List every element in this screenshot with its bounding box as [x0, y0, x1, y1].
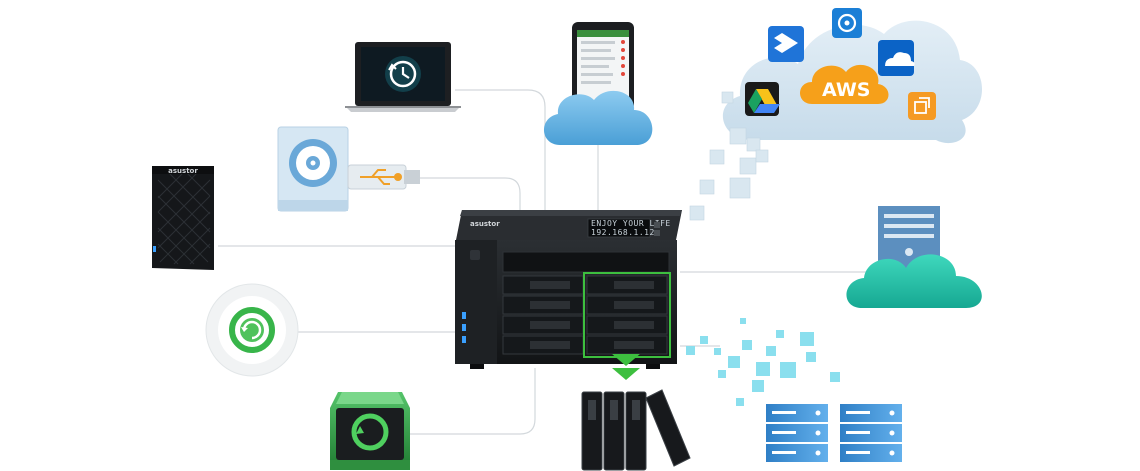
blue-cloud — [543, 90, 653, 145]
connector-lines — [218, 89, 870, 435]
storage-servers — [766, 404, 902, 462]
aws-label: AWS — [822, 79, 871, 101]
copy-service-icon — [908, 92, 936, 120]
lcd-line-1: ENJOY YOUR LIFE — [591, 219, 671, 228]
sync-service-icon — [832, 8, 862, 38]
lcd-line-2: 192.168.1.12 — [591, 228, 655, 237]
aws-cloud-icon: AWS — [800, 64, 889, 104]
small-nas-device: asustor — [152, 166, 214, 270]
data-cubes-light — [689, 91, 769, 221]
clock-icon — [388, 63, 397, 71]
green-backup-disk — [330, 392, 410, 470]
down-arrow-icon — [612, 354, 640, 366]
nas-brand: asustor — [470, 220, 500, 228]
removed-hard-drives — [581, 389, 691, 471]
line-usb-disk — [420, 177, 521, 212]
smartphone-cloud — [543, 22, 653, 145]
cloud-services-group: AWS — [722, 8, 983, 144]
main-nas-device: asustor ENJOY YOUR LIFE 192.168.1.12 — [455, 210, 682, 380]
storage-stack-left — [766, 404, 828, 462]
line-backup-disk — [405, 368, 536, 435]
laptop-time-machine — [345, 42, 461, 112]
small-nas-pattern — [157, 171, 211, 265]
backup-app-icon — [205, 283, 299, 377]
teal-cloud — [846, 254, 982, 308]
line-laptop — [455, 89, 546, 212]
usb-external-disk — [277, 126, 420, 212]
data-cubes-cyan — [686, 318, 840, 406]
usb-icon — [360, 169, 396, 185]
google-drive-icon — [745, 82, 780, 116]
onedrive-icon — [878, 40, 915, 76]
dropbox-icon — [768, 26, 804, 62]
phone-list-rows — [581, 41, 615, 84]
remote-server-cloud — [846, 206, 982, 308]
storage-stack-right — [840, 404, 902, 462]
small-nas-brand: asustor — [168, 167, 198, 175]
drive-tray-handles — [530, 281, 654, 349]
